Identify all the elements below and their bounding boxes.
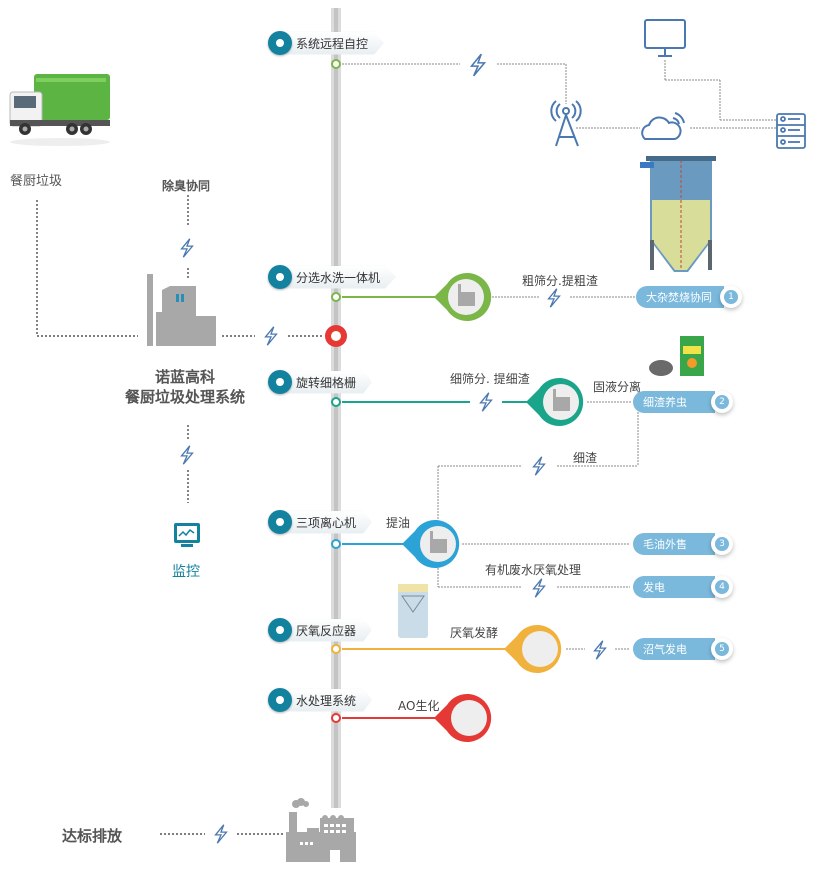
lightning-icon (176, 443, 198, 471)
cloud-wifi-icon (641, 112, 685, 140)
step-dot-icon (268, 618, 292, 642)
monitoring-label: 监控 (172, 564, 200, 580)
node-remote (331, 59, 341, 69)
output-crude-oil-sale[interactable]: 毛油外售 3 (633, 533, 733, 555)
discharge-label: 达标排放 (62, 827, 123, 845)
flow-label-fine-residue: 细渣 (573, 451, 598, 465)
left-connection-lines (36, 195, 322, 835)
step-anaerobic-reactor[interactable]: 厌氧反应器 (268, 617, 373, 643)
pin-water (434, 694, 492, 742)
pin-anaerobic (504, 625, 562, 673)
output-number-badge: 5 (711, 638, 733, 660)
flow-label-coarse: 粗筛分.提粗渣 (522, 274, 598, 288)
system-title-line2: 餐厨垃圾处理系统 (124, 388, 245, 406)
output-label: 沼气发电 (633, 638, 715, 660)
monitoring-screen-icon (174, 523, 200, 547)
output-label: 细渣养虫 (633, 391, 715, 413)
output-power-generation[interactable]: 发电 4 (633, 576, 733, 598)
garbage-truck-image (9, 74, 110, 146)
flow-label-fine: 细筛分. 提细渣 (450, 372, 530, 386)
lightning-icon (176, 236, 198, 264)
flow-label-wastewater: 有机废水厌氧处理 (485, 563, 582, 577)
step-dot-icon (268, 510, 292, 534)
system-title-line1: 诺蓝高科 (154, 368, 215, 386)
step-rotary-screen[interactable]: 旋转细格栅 (268, 369, 373, 395)
system-title: 诺蓝高科 餐厨垃圾处理系统 (100, 367, 270, 407)
lightning-icon (260, 324, 282, 352)
output-biogas-power[interactable]: 沼气发电 5 (633, 638, 733, 660)
flow-label-anaerobic: 厌氧发酵 (450, 626, 499, 640)
step-label: 旋转细格栅 (286, 370, 373, 394)
network-lines (342, 60, 776, 129)
step-label: 系统远程自控 (286, 31, 385, 55)
output-number-badge: 4 (711, 576, 733, 598)
step-label: 水处理系统 (286, 688, 373, 712)
flow-label-ao: AO生化 (398, 699, 440, 713)
monitor-icon (644, 19, 686, 57)
separator-tank-image (640, 156, 716, 272)
step-dot-icon (268, 265, 292, 289)
step-dot-icon (268, 688, 292, 712)
plant-building-icon (147, 274, 216, 346)
lightning-icon (465, 52, 491, 82)
step-label: 分选水洗一体机 (286, 265, 397, 289)
output-number-badge: 2 (711, 391, 733, 413)
output-label: 毛油外售 (633, 533, 715, 555)
lightning-icon (210, 822, 232, 850)
flow-label-oil: 提油 (386, 516, 411, 530)
output-label: 发电 (633, 576, 715, 598)
lightning-icon (528, 576, 550, 604)
step-remote-control[interactable]: 系统远程自控 (268, 30, 385, 56)
antenna-tower-icon (550, 100, 582, 147)
output-number-badge: 3 (711, 533, 733, 555)
pin-sorting-plant-icon (458, 284, 475, 306)
lightning-icon (475, 390, 497, 418)
flow-label-solid-liquid: 固液分离 (593, 380, 642, 394)
output-incineration[interactable]: 大杂焚烧协同 1 (636, 286, 742, 308)
step-dot-icon (268, 370, 292, 394)
step-dot-icon (268, 31, 292, 55)
lightning-icon (589, 638, 611, 666)
lightning-icon (528, 454, 550, 482)
output-insect-farming[interactable]: 细渣养虫 2 (633, 391, 733, 413)
kitchen-waste-label: 餐厨垃圾 (10, 174, 63, 189)
output-label: 大杂焚烧协同 (636, 286, 724, 308)
reactor-tank-image (398, 584, 428, 638)
step-label: 三项离心机 (286, 510, 373, 534)
output-number-badge: 1 (720, 286, 742, 308)
server-icon (776, 113, 806, 149)
step-centrifuge[interactable]: 三项离心机 (268, 509, 373, 535)
insect-feed-product-image (649, 336, 704, 376)
step-label: 厌氧反应器 (286, 618, 373, 642)
step-water-treatment[interactable]: 水处理系统 (268, 687, 373, 713)
lightning-icon (543, 286, 565, 314)
step-sorting-washer[interactable]: 分选水洗一体机 (268, 264, 397, 290)
deodorization-label: 除臭协同 (162, 179, 211, 193)
